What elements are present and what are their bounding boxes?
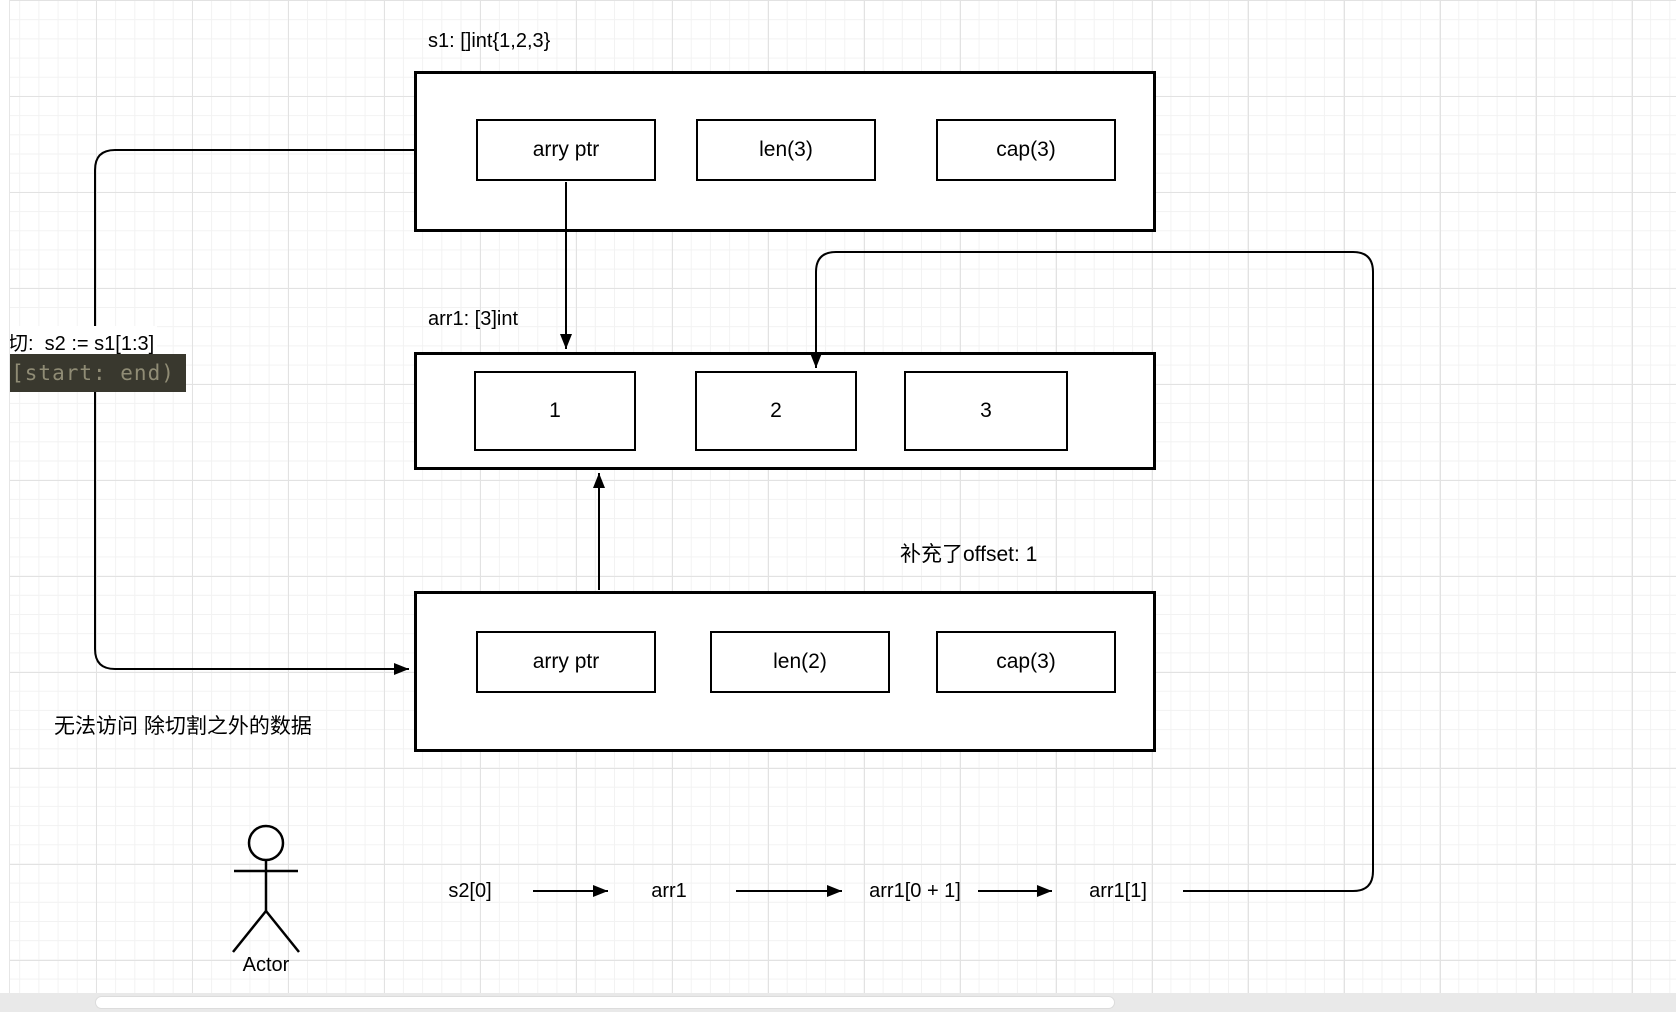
actor-icon[interactable] <box>232 824 300 953</box>
s1-field-arryptr[interactable]: arry ptr <box>476 119 656 181</box>
arr1-label[interactable]: arr1: [3]int <box>428 308 519 330</box>
s1-label[interactable]: s1: []int{1,2,3} <box>428 30 551 52</box>
s2-field-arryptr[interactable]: arry ptr <box>476 631 656 693</box>
flow-arr1-1[interactable]: arr1[1] <box>1089 880 1147 902</box>
horizontal-scrollbar-track[interactable] <box>0 993 1676 1012</box>
edge-s1-to-s2[interactable] <box>94 149 414 675</box>
s2-field-cap[interactable]: cap(3) <box>936 631 1116 693</box>
arr1-cell-2[interactable]: 2 <box>695 371 857 451</box>
offset-note[interactable]: 补充了offset: 1 <box>900 543 1038 566</box>
arr1-cell-3[interactable]: 3 <box>904 371 1068 451</box>
s1-field-cap[interactable]: cap(3) <box>936 119 1116 181</box>
actor-label[interactable]: Actor <box>242 954 290 976</box>
slice-note[interactable]: 切: s2 := s1[1:3] <box>5 326 158 357</box>
arr1-cell-1[interactable]: 1 <box>474 371 636 451</box>
left-page-edge <box>0 0 10 993</box>
access-note[interactable]: 无法访问 除切割之外的数据 <box>54 715 312 738</box>
flow-arr1-0plus1[interactable]: arr1[0 + 1] <box>869 880 961 902</box>
s2-field-len[interactable]: len(2) <box>710 631 890 693</box>
edge-arr1-1-to-cell2[interactable] <box>810 251 1374 892</box>
flow-arr1[interactable]: arr1 <box>651 880 687 902</box>
horizontal-scrollbar-thumb[interactable] <box>95 996 1115 1009</box>
range-chip[interactable]: [start: end) <box>0 354 186 392</box>
s1-field-len[interactable]: len(3) <box>696 119 876 181</box>
flow-s2-0[interactable]: s2[0] <box>448 880 492 902</box>
